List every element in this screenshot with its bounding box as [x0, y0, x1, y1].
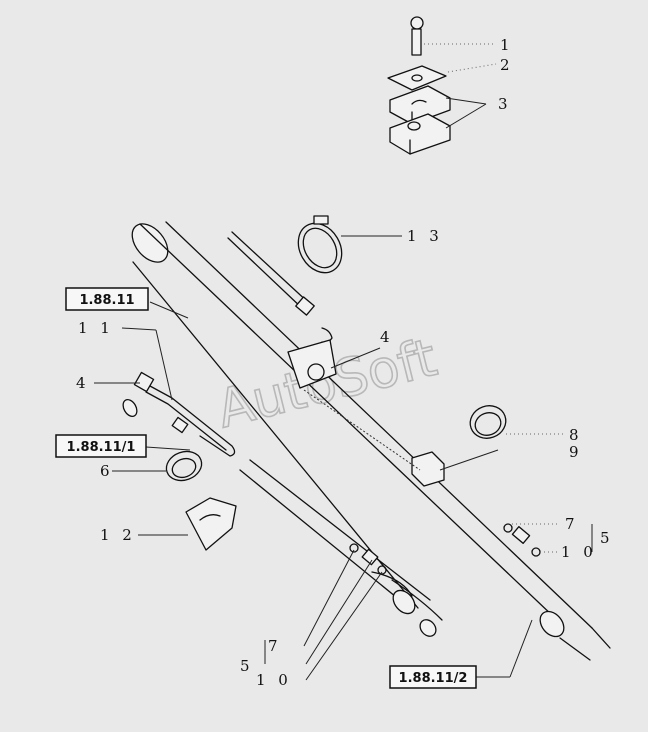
hose-clamp-part [297, 215, 343, 274]
cylinder-fitting-part [287, 339, 337, 389]
bent-tube-part [145, 385, 236, 457]
reference-box-1-88-11-2[interactable]: 1.88.11/2 [389, 665, 477, 689]
screw-part [410, 16, 424, 56]
right-clamp-part [469, 405, 507, 439]
reference-label-1-88-11: 1.88.11 [79, 293, 134, 308]
bottom-seal-part [349, 543, 387, 575]
washer-plate-part [387, 65, 447, 91]
callout-10-right: 1 0 [561, 543, 597, 561]
callout-1: 1 [500, 36, 514, 54]
left-tube-end-part [122, 398, 138, 418]
callout-13: 1 3 [407, 227, 443, 245]
callout-9: 9 [569, 443, 583, 461]
callout-4-left: 4 [76, 374, 90, 392]
reference-box-1-88-11[interactable]: 1.88.11 [65, 287, 149, 311]
clamp-6-part [165, 450, 203, 482]
piston-shaft-part [239, 459, 443, 637]
callout-5-bottom: 5 [240, 657, 254, 675]
callout-4-center: 4 [380, 328, 394, 346]
saddle-12-part [185, 497, 237, 551]
callout-3: 3 [498, 95, 512, 113]
callout-7-bottom: 7 [268, 637, 282, 655]
reference-label-1-88-11-2: 1.88.11/2 [399, 671, 468, 686]
callout-8: 8 [569, 426, 583, 444]
right-saddle-part [411, 451, 445, 487]
right-seal-part [503, 523, 541, 557]
callout-12: 1 2 [100, 526, 136, 544]
callout-11: 1 1 [78, 319, 114, 337]
clamp-half-lower-part [389, 113, 451, 155]
callout-6: 6 [100, 462, 114, 480]
rod-part [227, 231, 333, 344]
callout-10-bottom: 1 0 [256, 671, 292, 689]
left-elbow-fitting-part [133, 371, 155, 393]
reference-label-1-88-11-1: 1.88.11/1 [67, 440, 136, 455]
cylinder-tube-part [131, 221, 611, 661]
clamp-half-upper-part [389, 85, 451, 125]
callout-5-right: 5 [600, 529, 614, 547]
callout-2: 2 [500, 56, 514, 74]
callout-7-right: 7 [565, 515, 579, 533]
reference-box-1-88-11-1[interactable]: 1.88.11/1 [55, 434, 147, 458]
